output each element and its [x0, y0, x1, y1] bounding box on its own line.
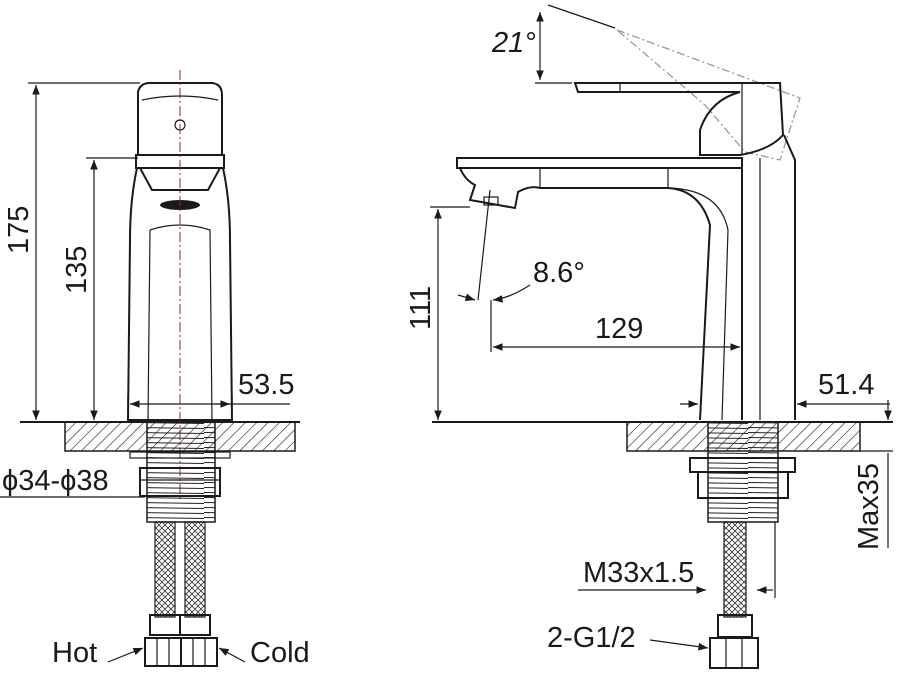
- mounting-nut-side: [697, 471, 789, 499]
- front-view: 175 135 53.5 ϕ34-ϕ38 Hot Cold: [0, 70, 310, 669]
- dim-base-width: 53.5: [238, 369, 294, 401]
- hose-fitting-side: [709, 637, 759, 669]
- hot-hose: [154, 521, 176, 618]
- dim-max-thickness: Max35: [853, 463, 885, 550]
- mounting-nut: [139, 467, 221, 497]
- label-connection: 2-G1/2: [547, 622, 636, 654]
- hot-fitting: [144, 637, 182, 667]
- dim-spout-reach: 129: [595, 313, 643, 345]
- cold-fitting: [180, 637, 218, 667]
- dim-handle-angle: 21°: [491, 27, 536, 59]
- dim-height-spout-left: 135: [61, 246, 93, 294]
- dim-base-depth: 51.4: [818, 369, 874, 401]
- label-cold: Cold: [250, 637, 310, 669]
- supply-hose-side: [723, 521, 747, 618]
- dim-height-total: 175: [3, 206, 35, 254]
- dim-hole-diameter: ϕ34-ϕ38: [2, 465, 109, 497]
- side-view: 21° 8.6° 111 129 51.4 Max35 M33x1.5: [405, 4, 893, 669]
- dim-spout-height: 111: [405, 286, 437, 330]
- label-hot: Hot: [52, 637, 97, 669]
- dim-spout-angle: 8.6°: [533, 257, 585, 289]
- cold-hose: [184, 521, 206, 618]
- threaded-shank: [146, 421, 216, 523]
- dim-thread: M33x1.5: [583, 557, 694, 589]
